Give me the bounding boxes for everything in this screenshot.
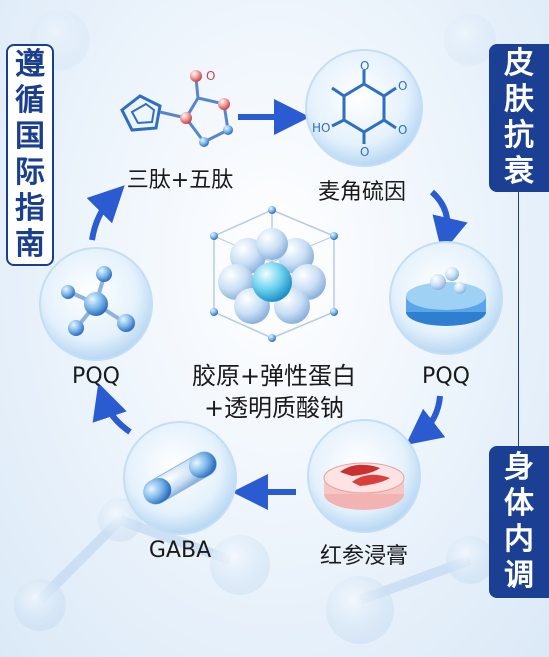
center-label-line1: 胶原+弹性蛋白 [191, 362, 357, 390]
tag-char: 国 [15, 119, 45, 154]
tripeptide-molecule-icon: O [120, 69, 233, 147]
pqq-right-label: PQQ [422, 364, 470, 389]
tag-char: 皮 [504, 46, 534, 81]
tag-char: 调 [504, 558, 534, 593]
tag-char: 际 [15, 155, 45, 190]
collagen-cluster-icon [210, 206, 338, 342]
tag-char: 内 [504, 522, 534, 557]
oxygen-label: O [206, 69, 215, 83]
arrow-pqq-to-red-ginseng [405, 395, 446, 446]
arrow-gaba-to-pqq [92, 382, 132, 435]
tag-char: 循 [15, 83, 45, 118]
pqq-left-sphere [39, 247, 153, 361]
hydroxyl-label: HO [312, 121, 330, 135]
tripeptide-label: 三肽+五肽 [126, 168, 234, 193]
tag-char: 体 [504, 486, 534, 521]
arrow-pqq-to-tripeptide [86, 185, 125, 241]
center-label-line2: +透明质酸钠 [203, 394, 345, 422]
body-regulation-tag: 身 体 内 调 [489, 446, 549, 598]
skin-anti-aging-tag: 皮 肤 抗 衰 [489, 44, 549, 192]
tag-char: 肤 [504, 82, 534, 117]
guideline-tag: 遵 循 国 际 指 南 [6, 44, 54, 266]
gaba-label: GABA [148, 538, 212, 563]
tag-char: 指 [15, 191, 45, 226]
tag-char: 南 [15, 227, 45, 262]
pqq-left-label: PQQ [72, 364, 120, 389]
ergothioneine-sphere: O O O O HO [305, 49, 423, 167]
red-ginseng-sphere [307, 419, 421, 533]
tag-char: 衰 [504, 154, 534, 189]
cycle-arrows [86, 99, 468, 510]
ergothioneine-label: 麦角硫因 [317, 180, 407, 205]
arrow-ergothioneine-to-pqq [429, 189, 468, 254]
gaba-sphere [123, 421, 237, 535]
tag-char: 抗 [504, 118, 534, 153]
oxygen-label: O [398, 79, 407, 93]
tag-char: 遵 [15, 47, 45, 82]
pqq-right-sphere [389, 241, 503, 355]
red-ginseng-label: 红参浸膏 [319, 544, 409, 569]
tag-char: 身 [504, 450, 534, 485]
oxygen-label: O [360, 59, 369, 73]
oxygen-label: O [398, 123, 407, 137]
oxygen-label: O [360, 145, 369, 159]
right-connector-line [518, 192, 519, 446]
